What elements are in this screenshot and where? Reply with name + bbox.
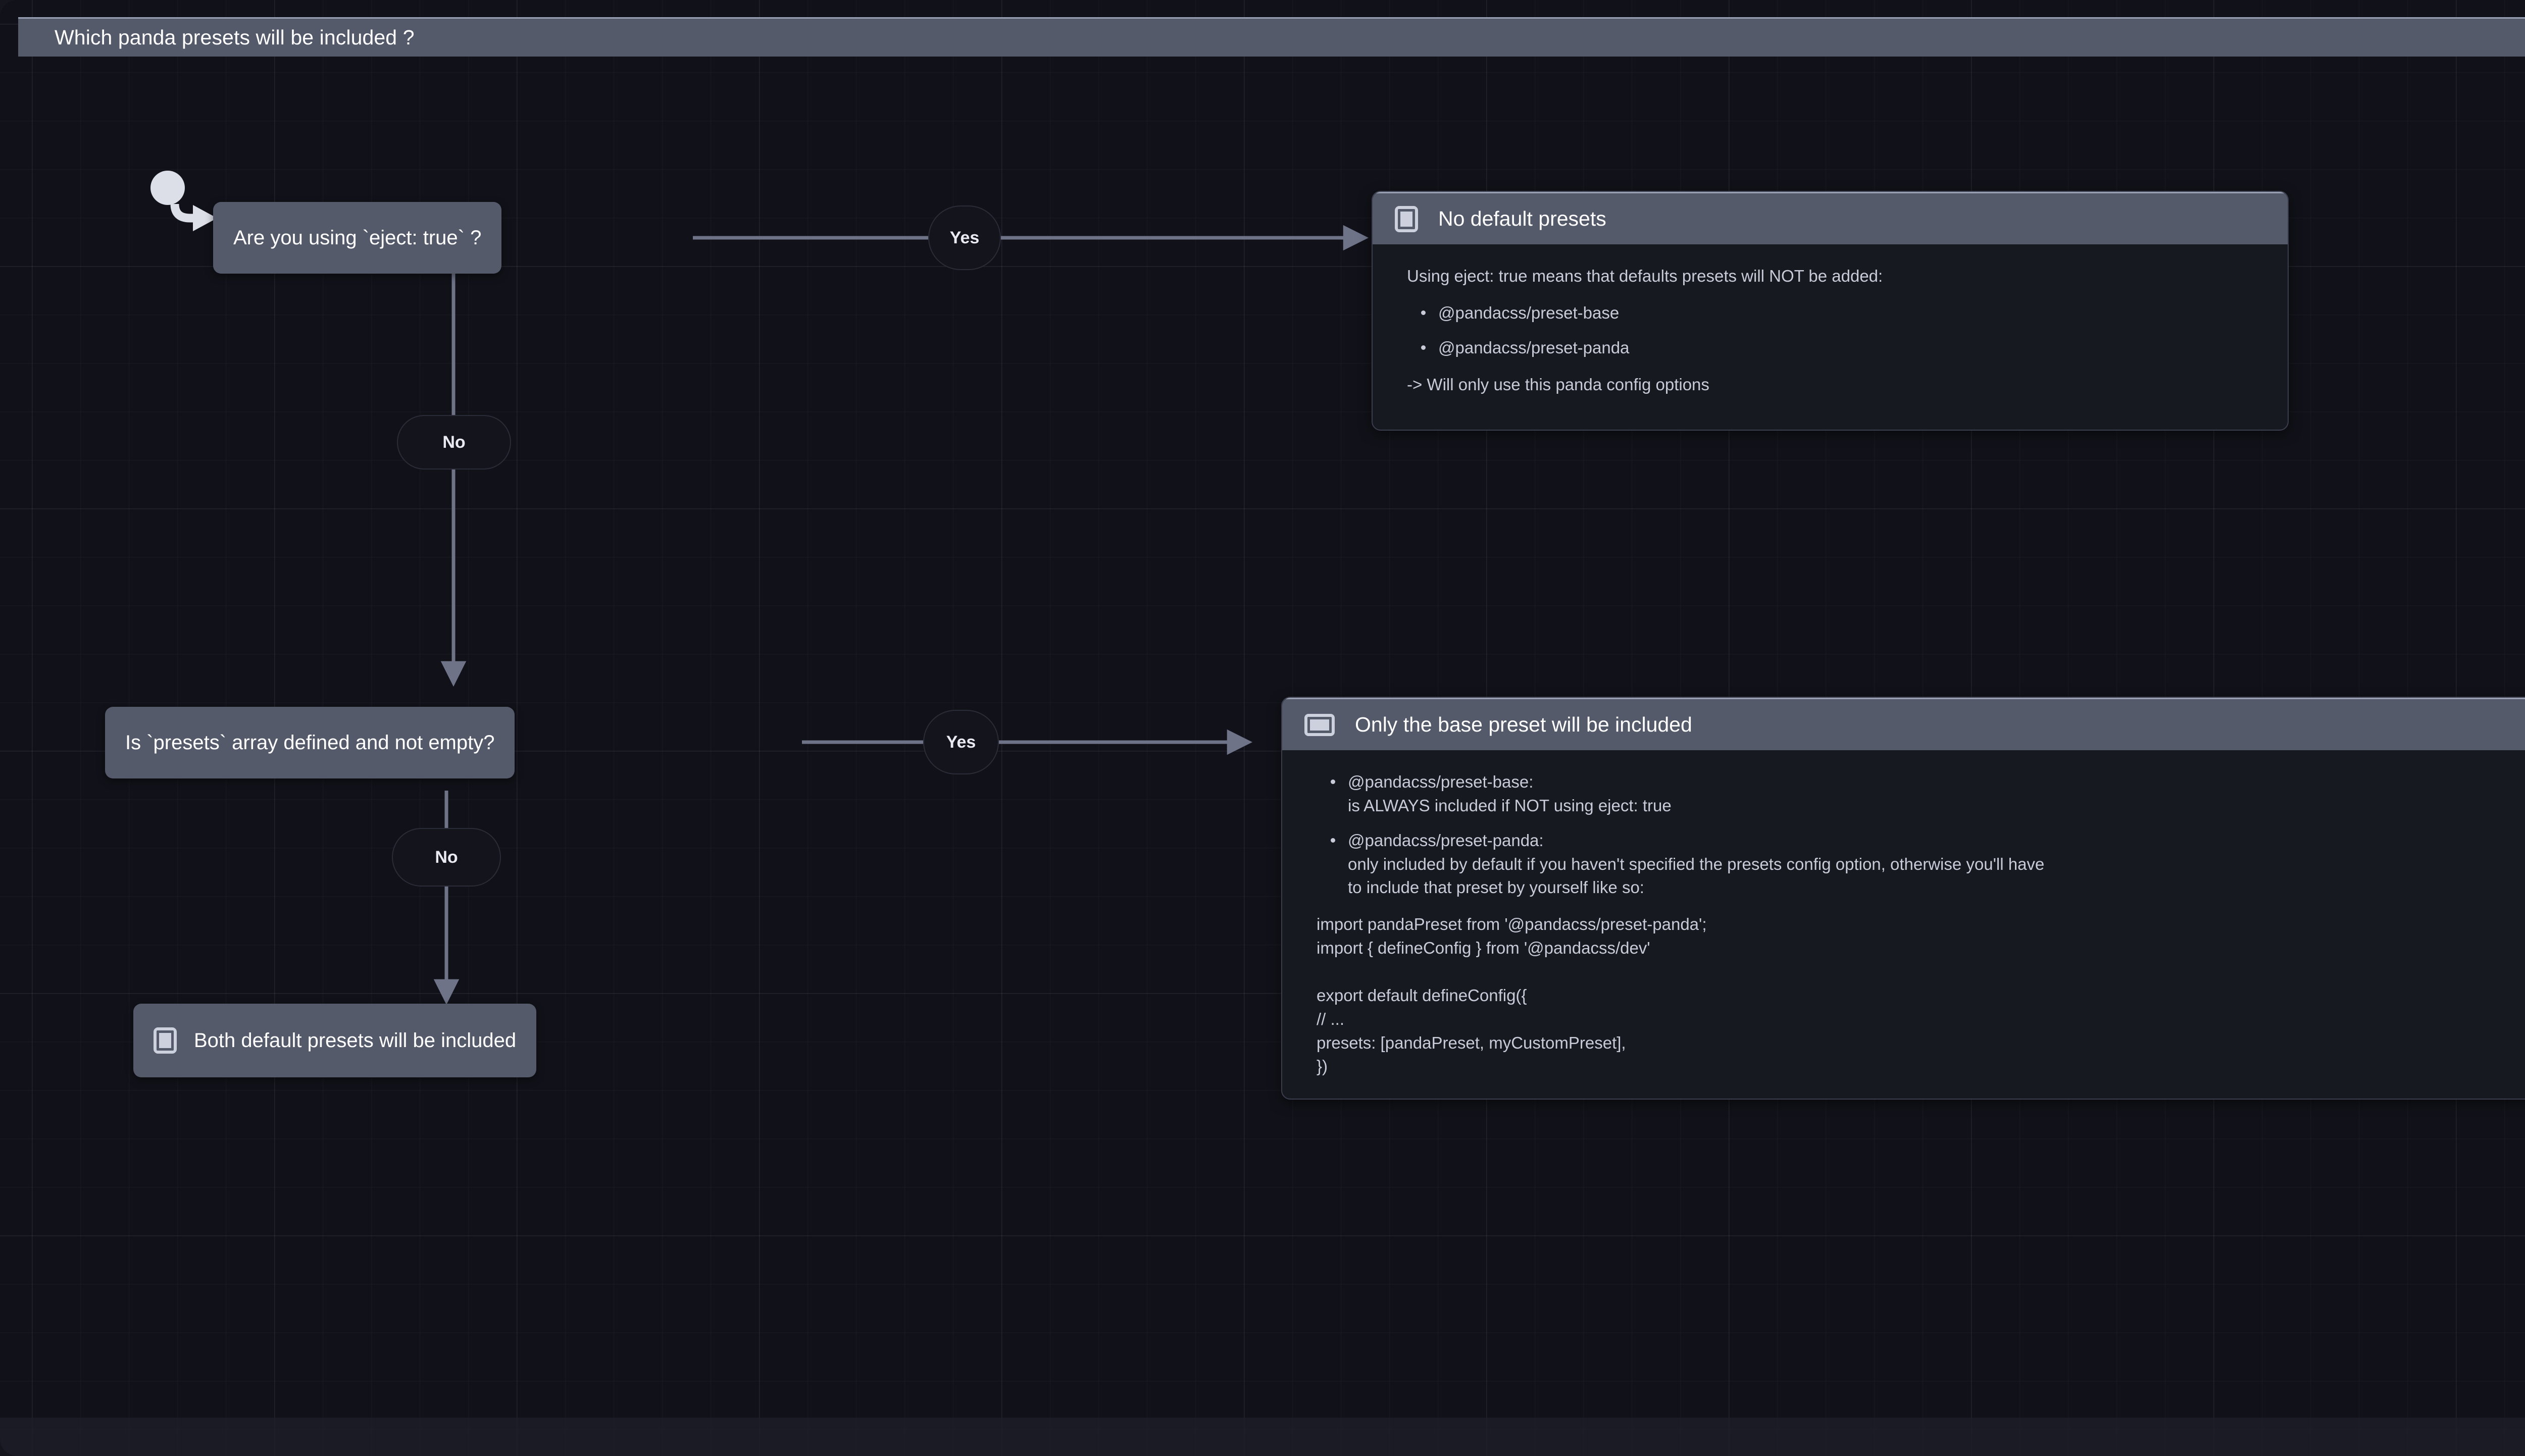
base-only-bullet-list: @pandacss/preset-base: is ALWAYS include… bbox=[1317, 770, 2525, 900]
no-default-outro: -> Will only use this panda config optio… bbox=[1407, 375, 1709, 394]
list-item: @pandacss/preset-base bbox=[1421, 301, 2255, 325]
note-panel-base-preset-only-body: @pandacss/preset-base: is ALWAYS include… bbox=[1282, 750, 2525, 1099]
result-node-both-presets[interactable]: Both default presets will be included bbox=[133, 1004, 537, 1077]
nested-square-icon bbox=[154, 1027, 177, 1054]
edge-label-yes-1-text: Yes bbox=[949, 228, 980, 247]
note-panel-no-default-presets-header: No default presets bbox=[1373, 192, 2288, 244]
edge-label-yes-2: Yes bbox=[923, 710, 999, 774]
list-item: @pandacss/preset-panda: only included by… bbox=[1331, 829, 2525, 900]
nested-square-icon bbox=[1304, 713, 1335, 736]
edge-label-no-2-text: No bbox=[435, 847, 458, 867]
edge-label-yes-2-text: Yes bbox=[946, 732, 976, 752]
list-item-head: @pandacss/preset-panda: bbox=[1348, 830, 1544, 850]
decision-node-presets-array-label: Is `presets` array defined and not empty… bbox=[125, 731, 495, 754]
nested-square-icon bbox=[1395, 205, 1418, 232]
edge-label-no-1-text: No bbox=[442, 432, 466, 452]
edge-label-yes-1: Yes bbox=[928, 205, 1001, 270]
decision-node-eject-label: Are you using `eject: true` ? bbox=[233, 226, 482, 249]
list-item: @pandacss/preset-panda bbox=[1421, 336, 2255, 360]
note-panel-no-default-presets-title: No default presets bbox=[1438, 207, 1606, 230]
note-panel-no-default-presets[interactable]: No default presets Using eject: true mea… bbox=[1372, 191, 2289, 431]
diagram-title-bar: Which panda presets will be included ? bbox=[18, 17, 2525, 57]
note-panel-base-preset-only-title: Only the base preset will be included bbox=[1355, 713, 1692, 736]
note-panel-base-preset-only-header: Only the base preset will be included bbox=[1282, 698, 2525, 750]
list-item-sub: to include that preset by yourself like … bbox=[1348, 878, 1644, 897]
edge-label-no-1: No bbox=[397, 415, 511, 470]
page-title: Which panda presets will be included ? bbox=[55, 26, 415, 49]
no-default-intro: Using eject: true means that defaults pr… bbox=[1407, 267, 1883, 285]
decision-node-eject[interactable]: Are you using `eject: true` ? bbox=[213, 202, 502, 274]
result-node-both-presets-label: Both default presets will be included bbox=[194, 1029, 517, 1052]
list-item-head: @pandacss/preset-base: bbox=[1348, 772, 1534, 791]
code-block: import pandaPreset from '@pandacss/prese… bbox=[1317, 915, 1707, 1076]
list-item-sub: only included by default if you haven't … bbox=[1348, 854, 2045, 873]
note-panel-base-preset-only[interactable]: Only the base preset will be included @p… bbox=[1281, 697, 2525, 1100]
edge-label-no-2: No bbox=[392, 828, 501, 887]
list-item-sub: is ALWAYS included if NOT using eject: t… bbox=[1348, 796, 1672, 815]
decision-node-presets-array[interactable]: Is `presets` array defined and not empty… bbox=[105, 707, 515, 778]
list-item: @pandacss/preset-base: is ALWAYS include… bbox=[1331, 770, 2525, 818]
no-default-bullet-list: @pandacss/preset-base @pandacss/preset-p… bbox=[1407, 301, 2255, 360]
note-panel-no-default-presets-body: Using eject: true means that defaults pr… bbox=[1373, 244, 2288, 430]
